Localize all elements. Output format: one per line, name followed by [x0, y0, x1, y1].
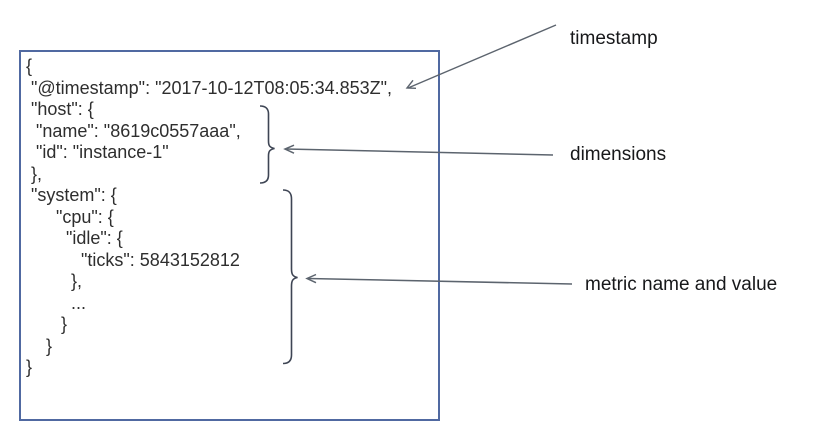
json-code-line: } [26, 335, 53, 356]
annotation-label-metric-name-and-value: metric name and value [585, 274, 778, 295]
json-code-block: { "@timestamp": "2017-10-12T08:05:34.853… [26, 56, 436, 379]
json-code-line: "id": "instance-1" [26, 142, 169, 162]
json-code-line: "system": { [26, 185, 117, 205]
json-code-line: "host": { [26, 99, 94, 119]
json-code-line: } [26, 357, 33, 377]
json-code-line: } [26, 314, 68, 334]
json-code-line: "@timestamp": "2017-10-12T08:05:34.853Z"… [26, 77, 393, 98]
json-code-line: "ticks": 5843152812 [26, 249, 240, 270]
json-code-line: }, [26, 271, 83, 291]
annotation-label-dimensions: dimensions [570, 144, 667, 165]
json-code-line: ... [26, 292, 87, 313]
annotation-label-timestamp: timestamp [570, 28, 658, 49]
json-document-box: { "@timestamp": "2017-10-12T08:05:34.853… [19, 50, 440, 421]
json-code-line: }, [26, 163, 43, 184]
json-code-line: "name": "8619c0557aaa", [26, 120, 241, 141]
json-code-line: { [26, 56, 33, 76]
json-code-line: "cpu": { [26, 206, 114, 227]
json-code-line: "idle": { [26, 228, 123, 248]
